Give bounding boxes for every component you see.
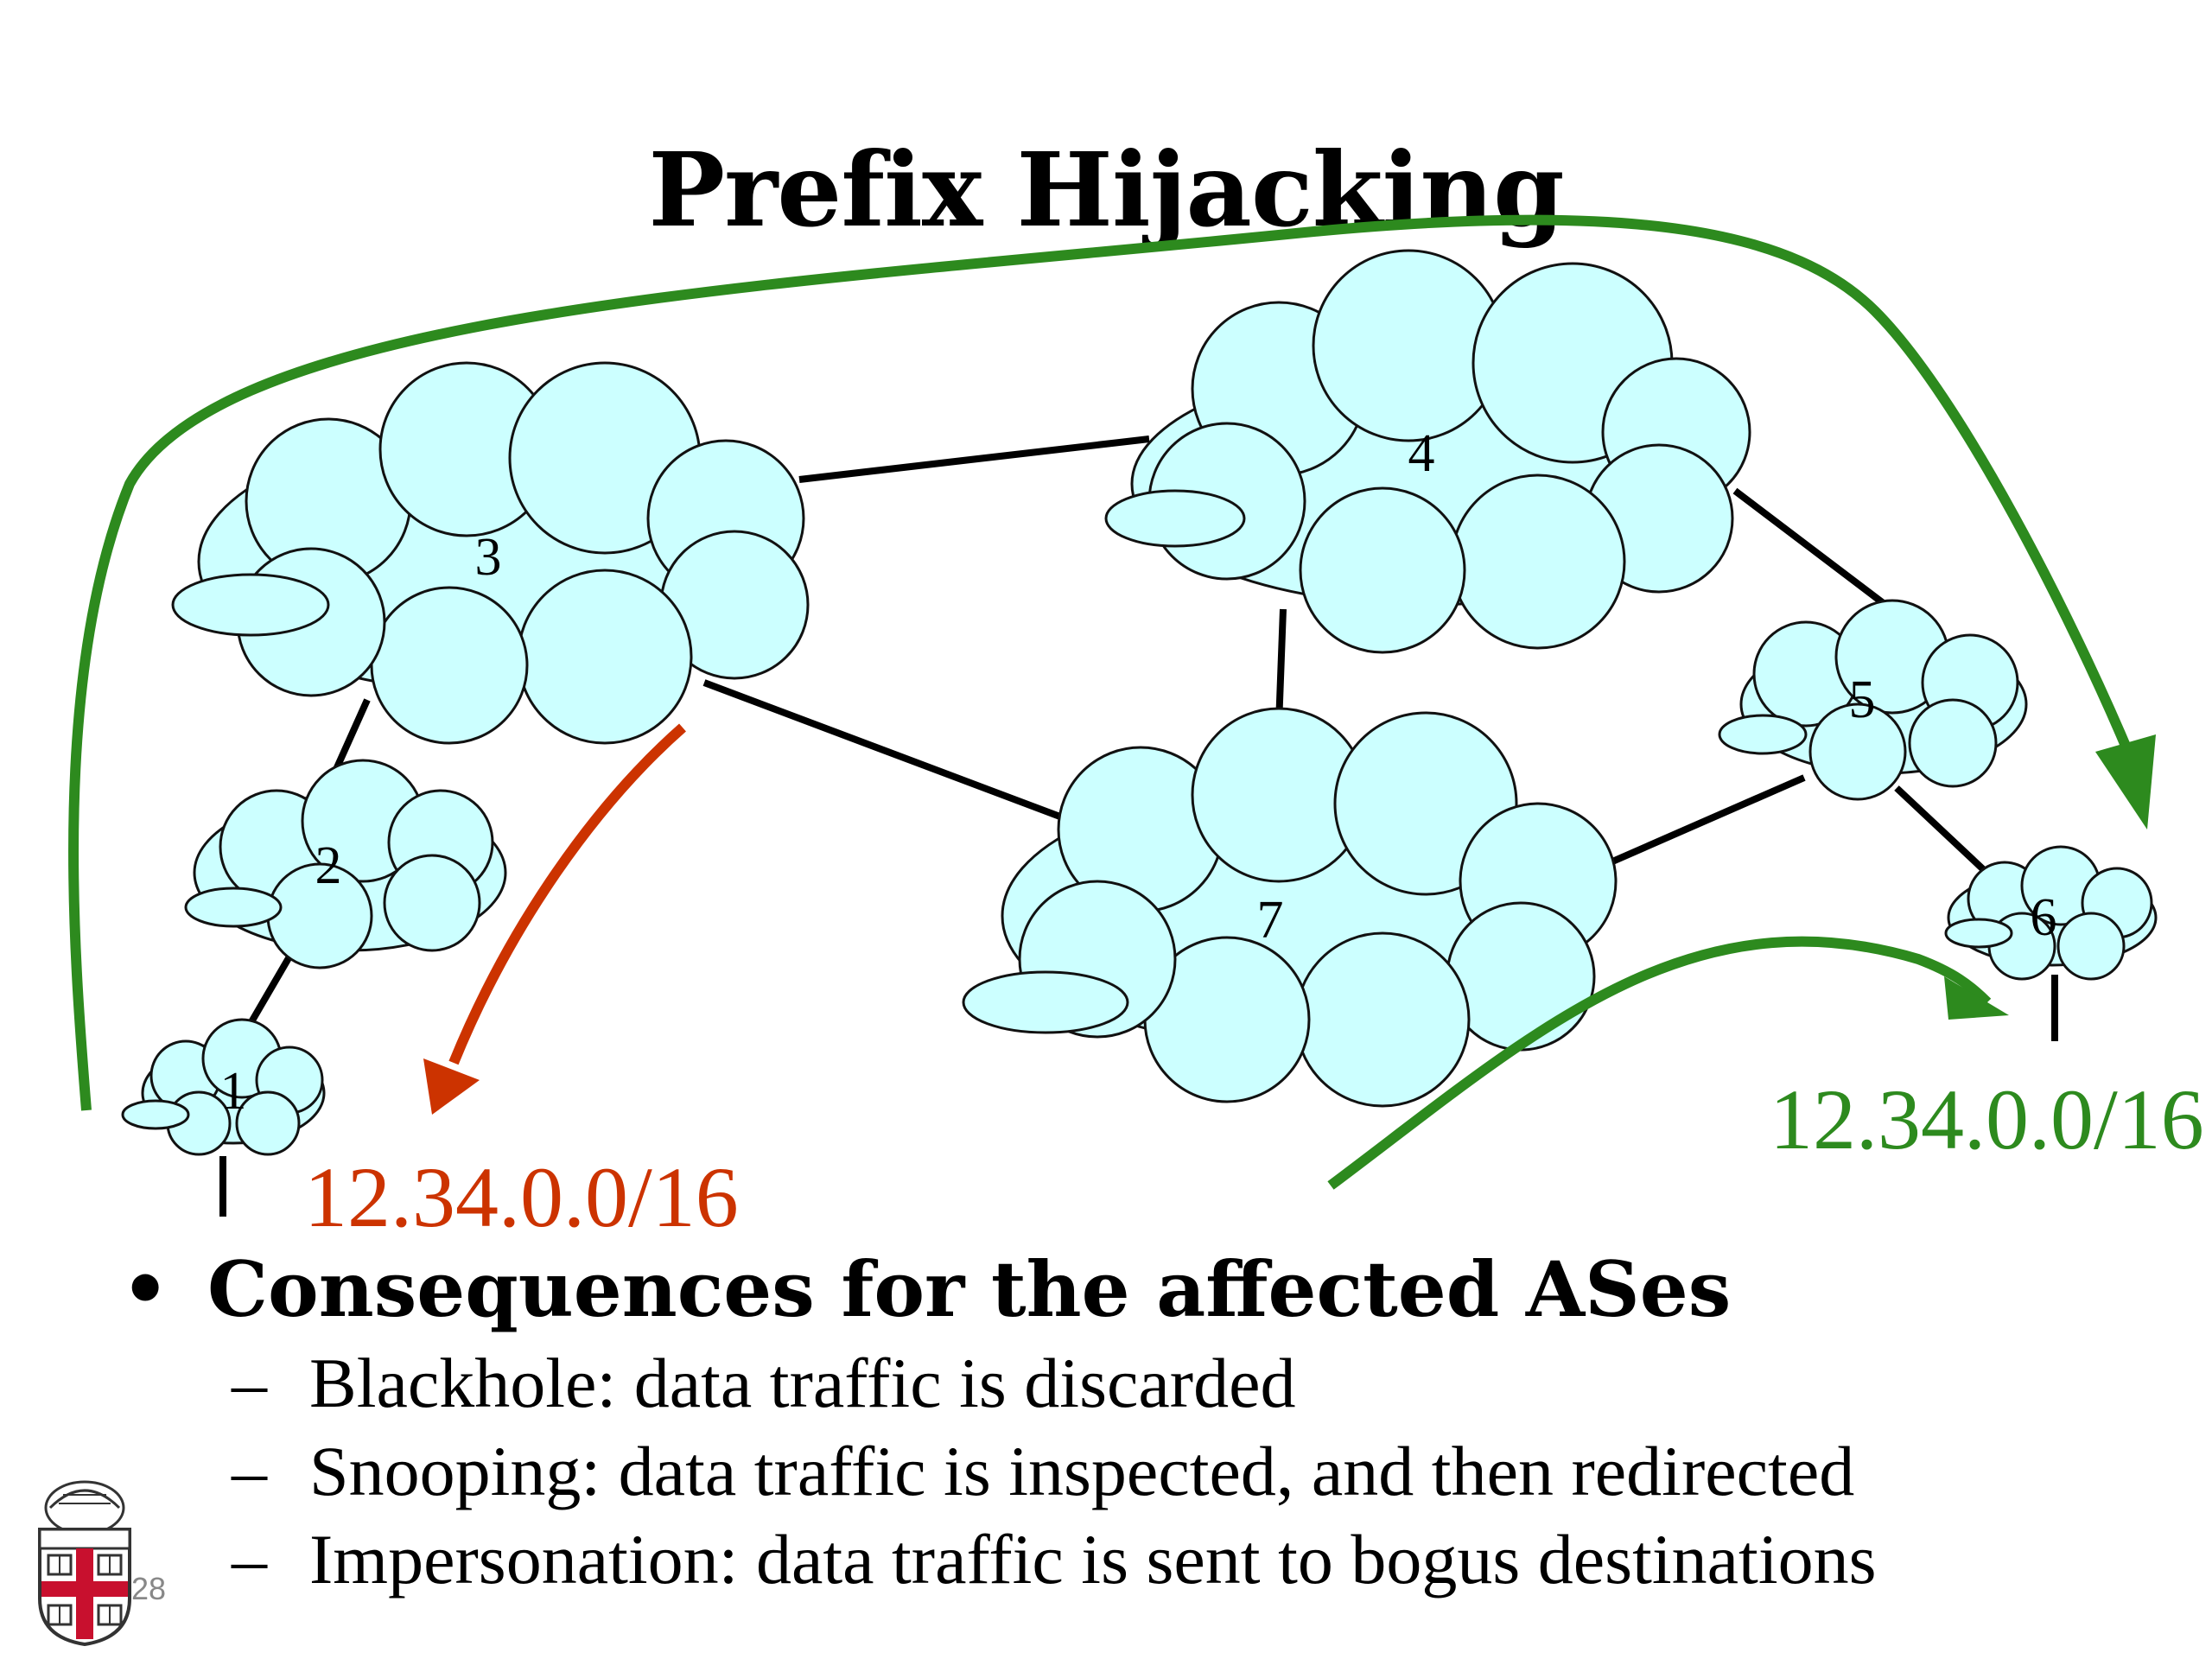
page-number: 28 <box>131 1571 167 1606</box>
as-label-6: 6 <box>2031 888 2057 947</box>
legit-prefix-label: 12.34.0.0/16 <box>1770 1071 2204 1167</box>
bullet-list: • Consequences for the affected ASes –Bla… <box>121 1244 2177 1602</box>
hijack-route-arrow <box>448 723 686 1065</box>
link-5-6 <box>1894 785 1999 884</box>
bullet-sub-3: –Impersonation: data traffic is sent to … <box>232 1520 1877 1599</box>
as-label-1: 1 <box>220 1062 247 1121</box>
university-crest-logo <box>38 1480 131 1646</box>
bullet-heading-text: Consequences for the affected ASes <box>207 1244 1732 1334</box>
link-3-4 <box>798 435 1150 483</box>
link-3-7 <box>702 679 1073 824</box>
link-4-5 <box>1732 487 1902 619</box>
as-label-2: 2 <box>315 836 342 895</box>
bullet-sub-1-text: Blackhole: data traffic is discarded <box>309 1344 1296 1422</box>
cloud-as-3 <box>171 361 810 745</box>
link-5-7 <box>1575 774 1806 880</box>
legit-route-arc <box>68 214 2135 1111</box>
bullet-sub-2-text: Snooping: data traffic is inspected, and… <box>309 1432 1855 1510</box>
cloud-as-5 <box>1718 599 2028 801</box>
as-label-3: 3 <box>475 528 502 587</box>
bullet-dot: • <box>121 1244 170 1334</box>
cloud-as-2 <box>184 759 507 969</box>
bullet-heading: • Consequences for the affected ASes <box>121 1244 2177 1334</box>
legit-announce-arrow <box>1327 936 1992 1190</box>
as-label-7: 7 <box>1257 891 1284 950</box>
hijack-arrowhead <box>423 1058 480 1115</box>
hijacked-prefix-label: 12.34.0.0/16 <box>304 1149 739 1245</box>
cloud-as-4 <box>1104 249 1751 654</box>
legit-announce-arrowhead <box>1944 976 2009 1020</box>
cloud-as-6 <box>1944 845 2158 981</box>
legit-route-arrowhead <box>2095 734 2156 830</box>
as-label-5: 5 <box>1849 671 1876 729</box>
bullet-sub-3-text: Impersonation: data traffic is sent to b… <box>309 1520 1877 1599</box>
as-label-4: 4 <box>1408 424 1435 483</box>
bullet-sub-2: –Snooping: data traffic is inspected, an… <box>232 1432 1855 1510</box>
as-links <box>219 435 2058 1217</box>
bullet-sub-1: –Blackhole: data traffic is discarded <box>232 1344 1296 1422</box>
slide-title: Prefix Hijacking <box>648 130 1564 250</box>
cloud-as-1 <box>121 1018 326 1156</box>
cloud-as-7 <box>962 707 1618 1108</box>
